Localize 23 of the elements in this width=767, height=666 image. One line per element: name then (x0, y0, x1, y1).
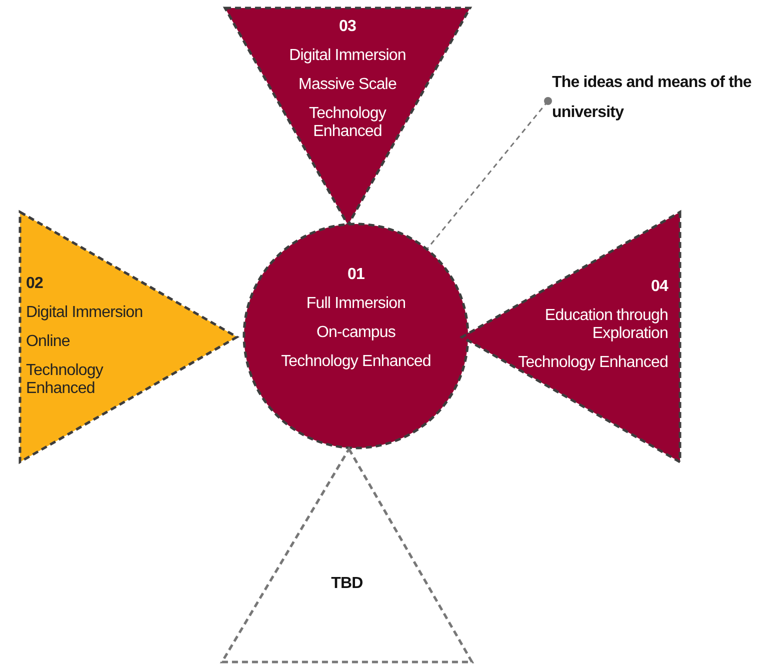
step-number: 03 (338, 18, 357, 36)
node-text: On-campus (315, 324, 397, 342)
node-text: TBD (330, 575, 364, 593)
triangle-shape (462, 212, 680, 462)
circle-shape (243, 223, 469, 449)
node-text: Online (26, 333, 71, 351)
node-text: Technology Enhanced (308, 105, 388, 141)
node-text: Technology Enhanced (280, 353, 432, 371)
callout-text: The ideas and means of the university (552, 73, 752, 123)
node-text: Technology Enhanced (26, 362, 104, 398)
triangle-shape (20, 212, 237, 462)
triangle-shape (222, 449, 472, 662)
step-number: 04 (650, 278, 668, 296)
node-text: Digital Immersion (288, 47, 407, 65)
step-number: 01 (346, 266, 366, 284)
leader-line (426, 97, 552, 249)
node-text: Massive Scale (298, 76, 398, 94)
triangle-shape (225, 8, 470, 225)
step-number: 02 (26, 275, 44, 293)
node-text: Full Immersion (305, 295, 407, 313)
node-text: Digital Immersion (26, 304, 144, 322)
node-text: Education through Exploration (544, 307, 668, 343)
node-text: Technology Enhanced (518, 354, 668, 372)
